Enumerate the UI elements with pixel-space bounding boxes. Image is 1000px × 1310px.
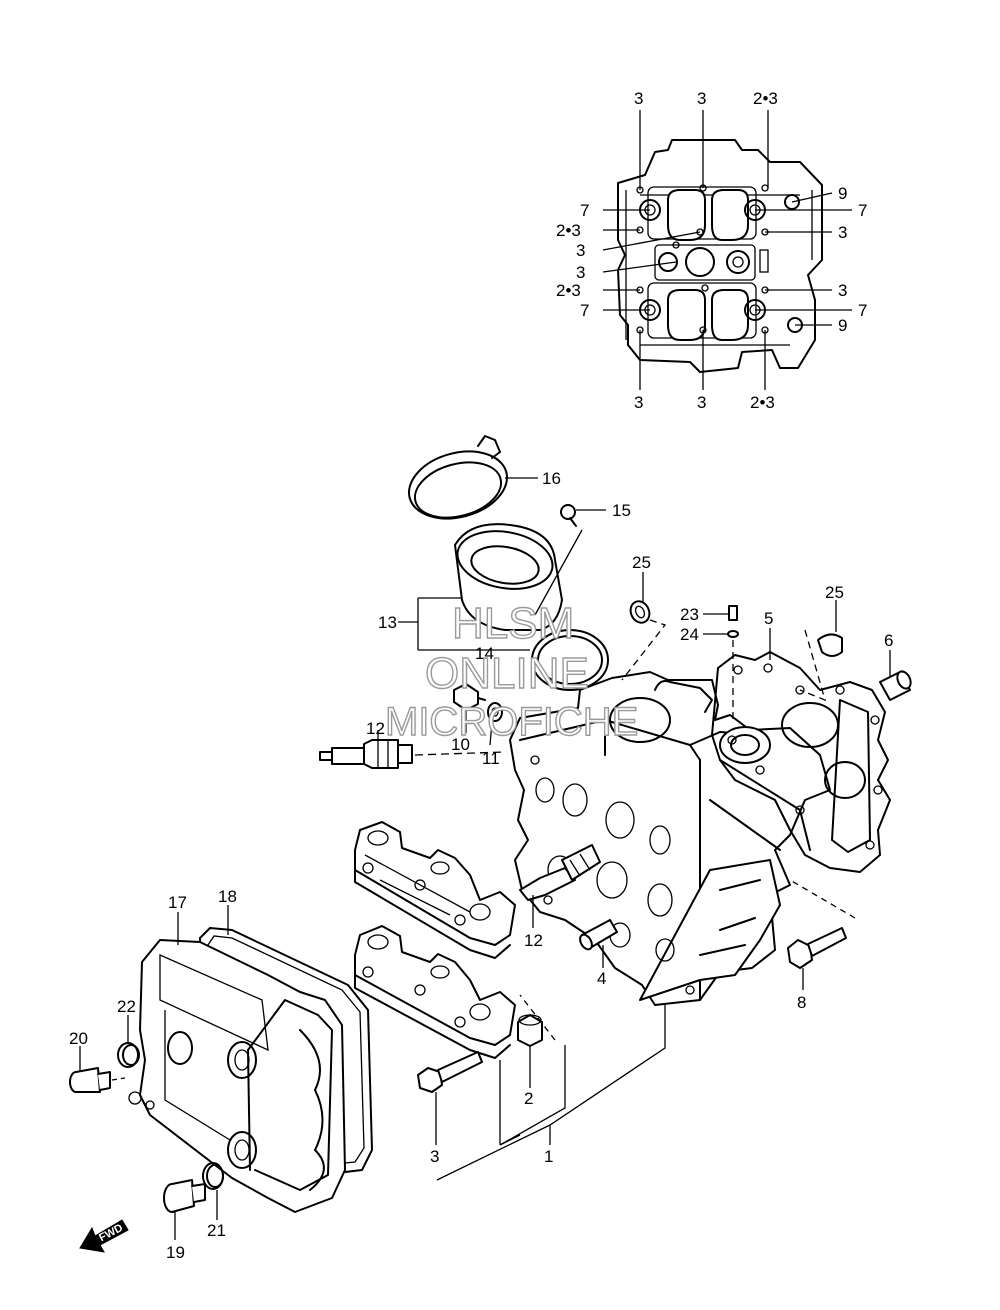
watermark: HLSM ONLINE MICROFICHE (384, 598, 639, 744)
part-14-intake-pipe (454, 523, 609, 691)
watermark-line-3: MICROFICHE (385, 700, 638, 744)
callout-3: 3 (634, 89, 643, 108)
callout-4: 4 (597, 969, 606, 988)
part-16-clamp (407, 435, 509, 520)
callout-17: 17 (168, 893, 187, 912)
callout-3: 3 (697, 393, 706, 412)
callout-20: 20 (69, 1029, 88, 1048)
part-25-plug (629, 600, 651, 624)
part-19-bolt (163, 1179, 206, 1213)
fwd-arrow-icon: FWD (79, 1219, 129, 1253)
part-8-bolt (787, 927, 847, 969)
callout-3: 3 (576, 241, 585, 260)
callout-5: 5 (764, 609, 773, 628)
top-view-leaders (602, 110, 852, 390)
bracket-13-14 (398, 597, 530, 651)
part-5-gasket (711, 651, 891, 873)
callout-23: 23 (680, 605, 699, 624)
callout-13: 13 (378, 613, 397, 632)
callout-22: 22 (117, 997, 136, 1016)
callout-15: 15 (612, 501, 631, 520)
part-12-spark-plug-b (519, 844, 601, 901)
part-10-bolt (453, 683, 486, 711)
callout-1-leaders (436, 994, 666, 1181)
part-6-dowel (879, 670, 912, 701)
callout-2: 2 (524, 1089, 533, 1108)
callout-18: 18 (218, 887, 237, 906)
callout-2-3: 2•3 (556, 221, 581, 240)
watermark-line-1: HLSM (452, 599, 574, 648)
callout-24: 24 (680, 625, 699, 644)
callout-7: 7 (580, 301, 589, 320)
callout-14: 14 (475, 644, 494, 663)
callout-3: 3 (634, 393, 643, 412)
callout-16: 16 (542, 469, 561, 488)
part-4-dowel (579, 919, 618, 951)
callout-19: 19 (166, 1243, 185, 1262)
part-11-washer (487, 702, 503, 722)
watermark-line-2: ONLINE (425, 649, 589, 698)
part-23-nipple (728, 605, 738, 621)
callout-2-3: 2•3 (556, 281, 581, 300)
callout-3: 3 (838, 223, 847, 242)
part-21-grommet (202, 1162, 224, 1190)
callout-8: 8 (797, 993, 806, 1012)
part-20-bolt (69, 1067, 111, 1093)
callout-3: 3 (576, 263, 585, 282)
callout-9: 9 (838, 184, 847, 203)
part-17-head-cover (128, 939, 346, 1213)
callout-7: 7 (858, 201, 867, 220)
part-3-bolt (417, 1051, 483, 1093)
callout-2-3: 2•3 (750, 393, 775, 412)
callout-11: 11 (482, 749, 500, 768)
part-25-plug-b (817, 633, 843, 657)
callout-3: 3 (838, 281, 847, 300)
camshaft-holder-lower (354, 925, 516, 1059)
part-24-o-ring (727, 630, 739, 638)
callout-10: 10 (451, 735, 470, 754)
part-12-spark-plug (319, 739, 413, 769)
callout-9: 9 (838, 316, 847, 335)
callout-12: 12 (524, 931, 543, 950)
callout-1: 1 (544, 1147, 553, 1166)
part-2-dowel (517, 1014, 543, 1047)
part-22-grommet (117, 1042, 140, 1068)
camshaft-holder-upper (354, 821, 516, 959)
callout-2-3: 2•3 (753, 89, 778, 108)
callout-21: 21 (207, 1221, 226, 1240)
top-view-labels: 3 3 2•3 9 7 7 2•3 3 3 3 2•3 3 7 7 9 3 3 … (556, 89, 867, 412)
fwd-label: FWD (97, 1222, 125, 1244)
callout-3: 3 (697, 89, 706, 108)
head-top-view (617, 139, 823, 373)
callout-25: 25 (632, 553, 651, 572)
part-15-screw (560, 504, 577, 527)
callout-7: 7 (858, 301, 867, 320)
callout-6: 6 (884, 631, 893, 650)
callout-7: 7 (580, 201, 589, 220)
callout-25: 25 (825, 583, 844, 602)
callout-3: 3 (430, 1147, 439, 1166)
callout-12: 12 (366, 719, 385, 738)
